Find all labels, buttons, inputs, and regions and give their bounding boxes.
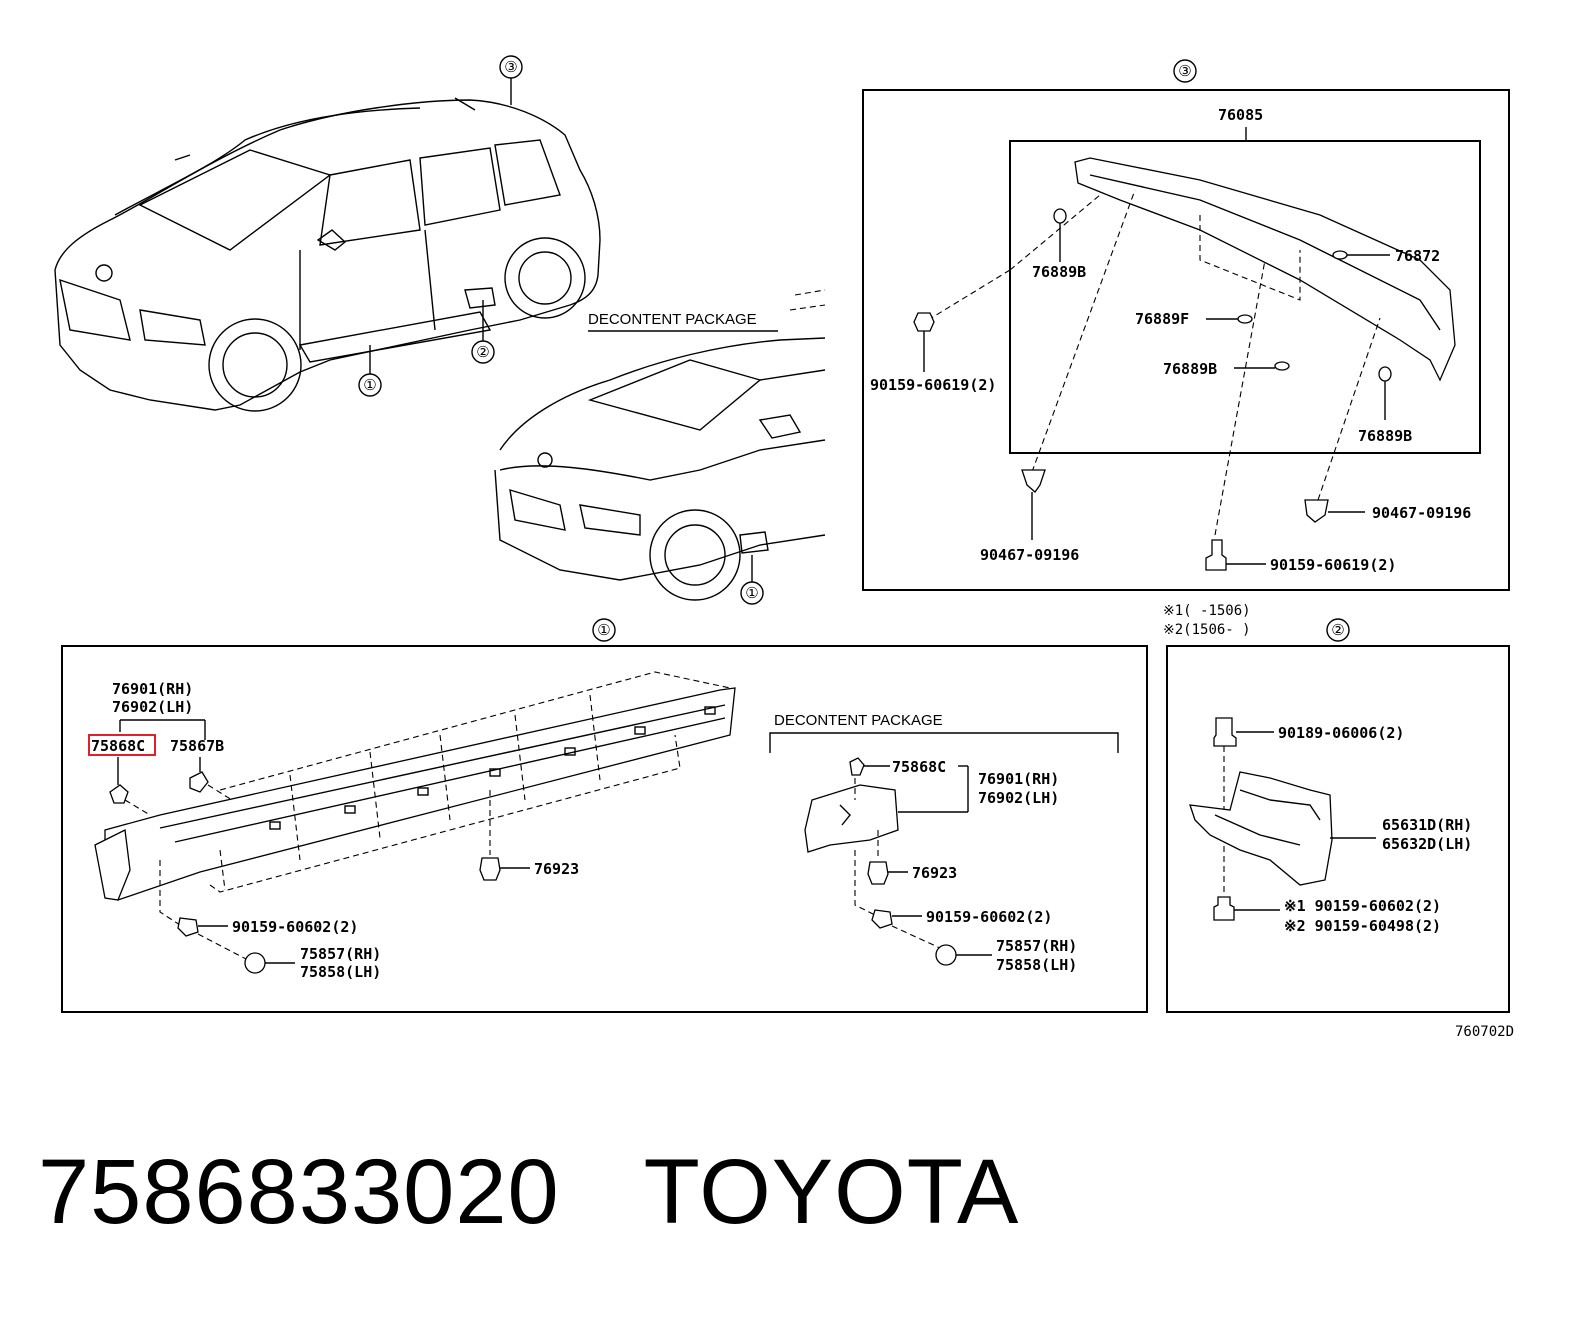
svg-text:②: ② <box>476 343 489 361</box>
decontent-caption-section1: DECONTENT PACKAGE <box>774 712 943 729</box>
svg-text:②: ② <box>1331 621 1344 639</box>
svg-text:③: ③ <box>1178 62 1191 80</box>
label-decontent-90159: 90159-60602(2) <box>926 908 1052 926</box>
note-2: ※2(1506- ) <box>1163 622 1251 638</box>
part-caption: 7586833020 TOYOTA <box>38 1140 1019 1250</box>
decontent-vehicle-illustration <box>494 289 826 601</box>
svg-text:①: ① <box>363 376 376 394</box>
label-guard-rh: 65631D(RH) <box>1382 816 1472 834</box>
callout-1-decontent-car: ① <box>740 555 764 605</box>
label-76889f: 76889F <box>1135 310 1189 328</box>
callout-2-car: ② <box>471 300 495 364</box>
label-decontent-rocker-rh: 76901(RH) <box>978 770 1059 788</box>
label-76085: 76085 <box>1218 106 1263 124</box>
label-rocker-lh: 76902(LH) <box>112 698 193 716</box>
svg-text:③: ③ <box>504 58 517 76</box>
label-76889b-mid: 76889B <box>1163 360 1217 378</box>
section-1-rocker: ① 76901(RH) 76902(LH) 75868C 75867B <box>61 618 1148 1013</box>
label-76889b-left: 76889B <box>1032 263 1086 281</box>
label-cap-rh: 75857(RH) <box>300 945 381 963</box>
callout-2-section: ② <box>1326 618 1350 642</box>
note-1: ※1( -1506) <box>1163 603 1251 619</box>
label-76872: 76872 <box>1395 247 1440 265</box>
svg-text:①: ① <box>597 621 610 639</box>
brand-name: TOYOTA <box>643 1141 1020 1243</box>
label-guard-lh: 65632D(LH) <box>1382 835 1472 853</box>
label-clip-right: 90467-09196 <box>1372 504 1471 522</box>
label-bolt-note2: ※2 90159-60498(2) <box>1284 917 1441 935</box>
section-3-spoiler: ③ 76085 76889B 76872 76889F 76889B 76889… <box>862 59 1510 591</box>
callout-3-car: ③ <box>499 55 523 105</box>
callout-1-car: ① <box>358 345 382 397</box>
label-rocker-rh: 76901(RH) <box>112 680 193 698</box>
figure-code: 760702D <box>1455 1024 1514 1040</box>
label-decontent-75868c: 75868C <box>892 758 946 776</box>
label-90159-60602: 90159-60602(2) <box>232 918 358 936</box>
label-76923: 76923 <box>534 860 579 878</box>
selected-part-highlight <box>88 734 156 756</box>
decontent-caption-top: DECONTENT PACKAGE <box>588 311 757 328</box>
label-90189: 90189-06006(2) <box>1278 724 1404 742</box>
label-decontent-rocker-lh: 76902(LH) <box>978 789 1059 807</box>
label-75868c-selected: 75868C <box>91 737 145 755</box>
label-bolt-left: 90159-60619(2) <box>870 376 996 394</box>
label-bolt-bottom: 90159-60619(2) <box>1270 556 1396 574</box>
part-number: 7586833020 <box>38 1141 560 1243</box>
section-2-mudguard: 90189-06006(2) 65631D(RH) 65632D(LH) ※1 … <box>1166 645 1510 1013</box>
label-decontent-cap-rh: 75857(RH) <box>996 937 1077 955</box>
label-75867b: 75867B <box>170 737 224 755</box>
label-decontent-76923: 76923 <box>912 864 957 882</box>
label-76889b-right: 76889B <box>1358 427 1412 445</box>
vehicle-illustration <box>54 97 601 412</box>
svg-text:①: ① <box>745 584 758 602</box>
label-decontent-cap-lh: 75858(LH) <box>996 956 1077 974</box>
label-bolt-note1: ※1 90159-60602(2) <box>1284 897 1441 915</box>
label-clip-left: 90467-09196 <box>980 546 1079 564</box>
label-cap-lh: 75858(LH) <box>300 963 381 981</box>
